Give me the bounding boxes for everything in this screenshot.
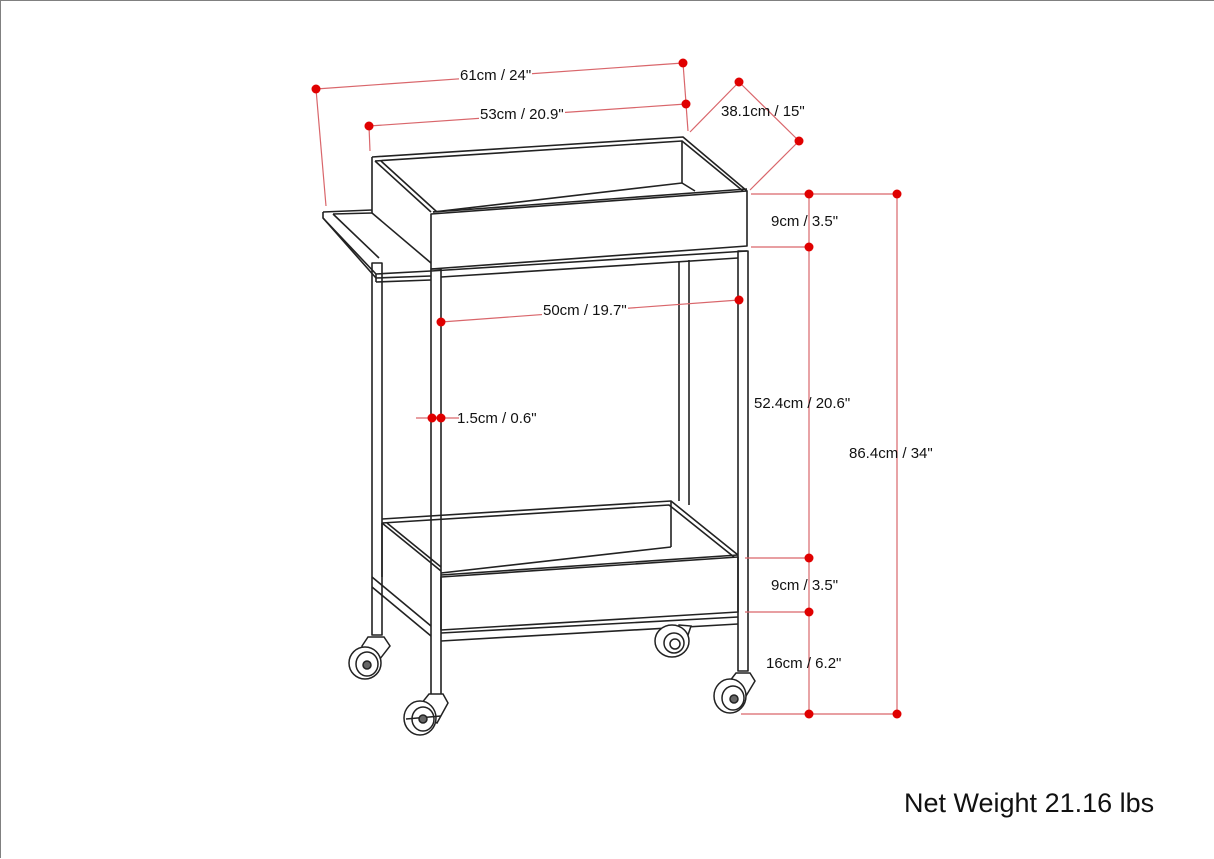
ground-clearance-label: 16cm / 6.2" xyxy=(766,655,842,672)
caster-wheels xyxy=(348,624,756,736)
overall-height-label: 86.4cm / 34" xyxy=(849,445,933,462)
cart-outline xyxy=(322,136,749,696)
overall-width-label: 61cm / 24" xyxy=(459,67,533,84)
tray-width-label: 53cm / 20.9" xyxy=(479,106,565,123)
inner-width-label: 50cm / 19.7" xyxy=(542,302,628,319)
leg-thickness-label: 1.5cm / 0.6" xyxy=(457,410,537,427)
dimension-points xyxy=(311,58,902,719)
top-tray-height-label: 9cm / 3.5" xyxy=(771,213,839,230)
caster-back-right xyxy=(654,624,693,658)
bottom-tray-height-label: 9cm / 3.5" xyxy=(771,577,839,594)
shelf-spacing-label: 52.4cm / 20.6" xyxy=(754,395,851,412)
caster-front-left xyxy=(403,693,449,736)
depth-label: 38.1cm / 15" xyxy=(721,103,805,120)
caster-back-left xyxy=(348,636,391,680)
caster-front-right xyxy=(713,672,756,714)
net-weight-label: Net Weight 21.16 lbs xyxy=(904,788,1155,818)
